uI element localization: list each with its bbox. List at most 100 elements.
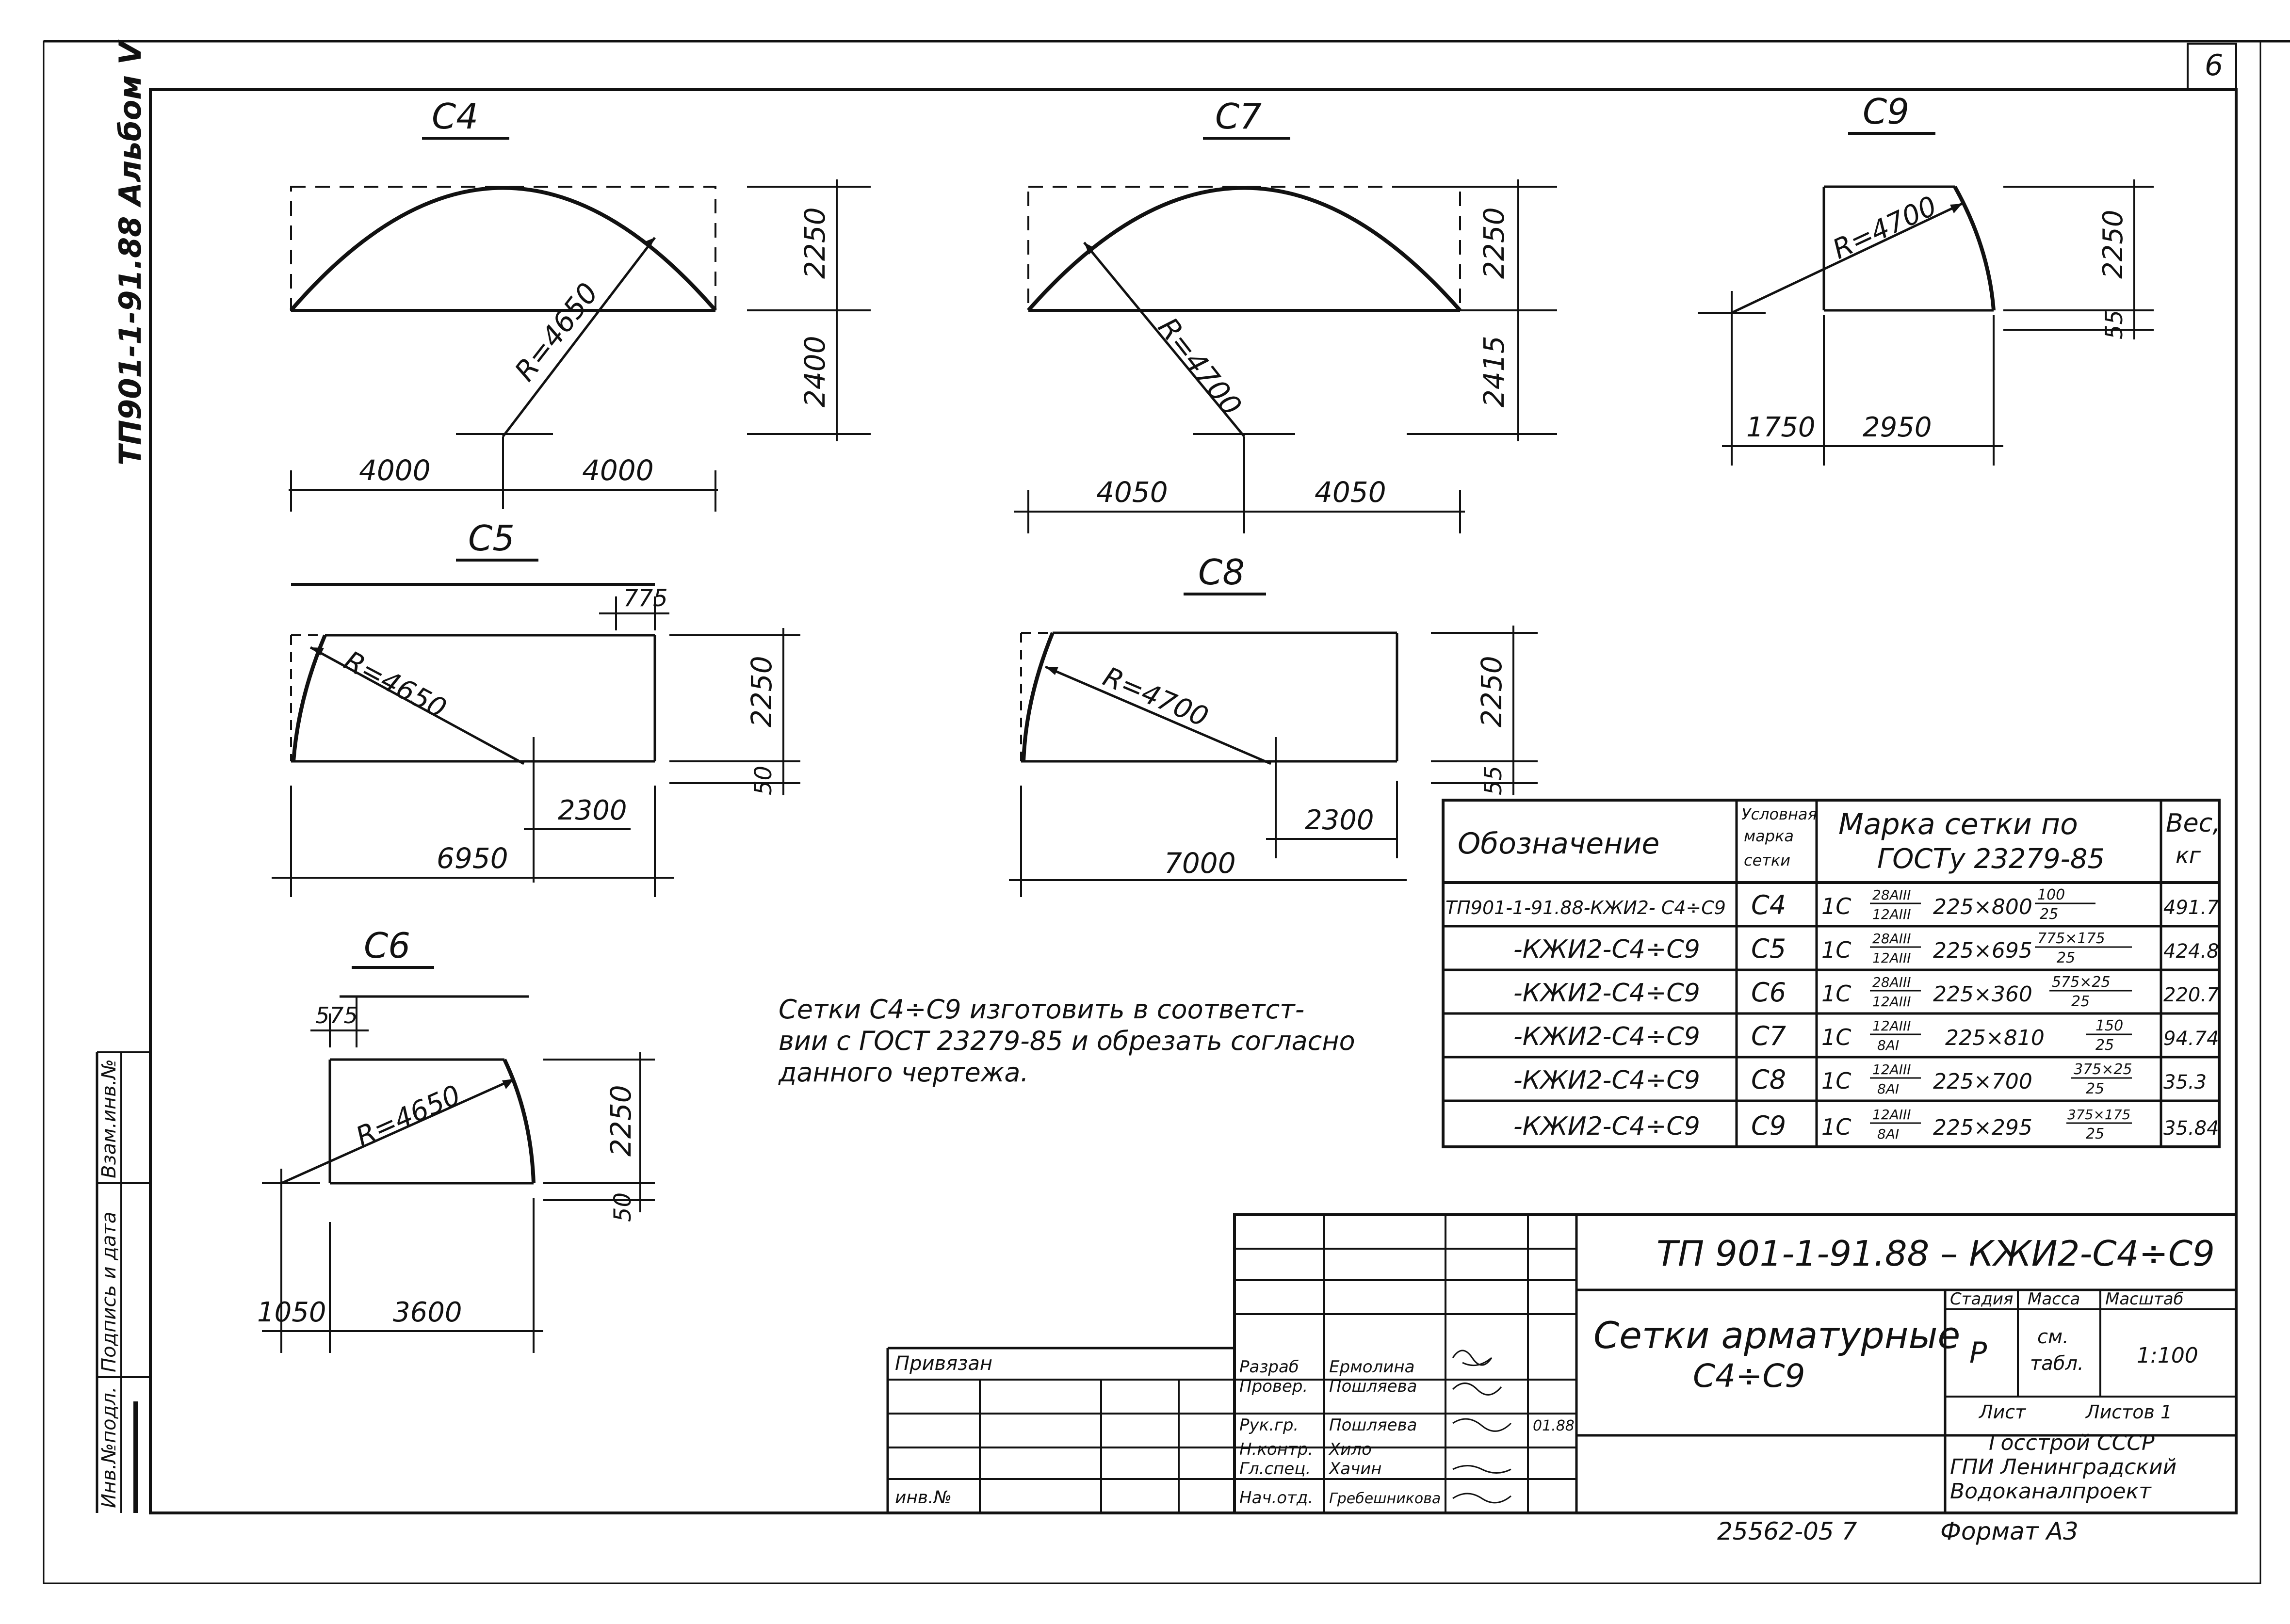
role-label: Разраб	[1239, 1357, 1299, 1377]
mesh-c7-dim-w2: 4050	[1315, 476, 1386, 509]
title-block: ТП 901-1-91.88 – КЖИ2-С4÷С9 Сетки армату…	[886, 1213, 2238, 1514]
mesh-c4-title: С4	[432, 96, 478, 137]
mesh-c8-dim-h2: 55	[1480, 766, 1507, 795]
drawing-title-line-1: Сетки арматурные	[1593, 1314, 1960, 1357]
stamp-inv-podl: Инв.№подл.	[98, 1386, 120, 1508]
signature-mark	[1452, 1465, 1511, 1474]
row-out-num: 150	[2095, 1017, 2123, 1034]
row-size: 225×810	[1945, 1026, 2045, 1050]
mesh-c7-dim-w1: 4050	[1096, 476, 1168, 509]
row-gost-prefix: 1С	[1821, 981, 1851, 1007]
mesh-c6-dim-w2: 3600	[393, 1297, 462, 1328]
spec-table: Обозначение Условная марка сетки Марка с…	[1442, 799, 2221, 1148]
table-row: -КЖИ2-С4÷С9 С7 1С 12АIII 8АI 225×810 150…	[1513, 1017, 2219, 1054]
mesh-c5-dim-w2: 6950	[437, 842, 508, 875]
mesh-c4-dim-h1: 2250	[798, 207, 831, 279]
row-frac-den: 12АIII	[1872, 950, 1911, 966]
note-line-3: данного чертежа.	[778, 1057, 1029, 1088]
mesh-c9-radius: R=4700	[1828, 190, 1941, 265]
mass-value-2: табл.	[2030, 1352, 2084, 1375]
mesh-c4-dim-w2: 4000	[582, 454, 654, 487]
row-size: 225×295	[1933, 1115, 2032, 1140]
row-gost-prefix: 1С	[1821, 1068, 1851, 1094]
mesh-c4-drawing: С4 R=4650 4000 4000 2250 2400	[289, 96, 871, 512]
header-mark-2: марка	[1744, 827, 1794, 845]
mesh-c6-dim-h2: 50	[609, 1192, 636, 1222]
sheets-label: Листов 1	[2085, 1401, 2172, 1423]
mesh-c4-dim-h2: 2400	[798, 336, 831, 407]
header-designation: Обозначение	[1458, 827, 1659, 861]
row-out-den: 25	[2040, 906, 2058, 923]
table-row: ТП901-1-91.88-КЖИ2- С4÷С9 С4 1С 28АIII 1…	[1445, 886, 2219, 923]
mesh-c9-drawing: С9 R=4700 1750 2950 2250 55	[1698, 91, 2154, 466]
role-name: Ермолина	[1329, 1357, 1414, 1377]
mesh-c7-title: С7	[1215, 96, 1262, 137]
outer-border	[43, 40, 2261, 1584]
row-out-num: 775×175	[2037, 930, 2105, 947]
album-code: ТП901-1-91.88 Альбом V	[113, 39, 148, 466]
table-row: -КЖИ2-С4÷С9 С9 1С 12АIII 8АI 225×295 375…	[1513, 1107, 2219, 1142]
mesh-c8-dim-w2: 7000	[1164, 847, 1236, 880]
header-mark-1: Условная	[1741, 805, 1817, 823]
mesh-c5-dim-h1: 2250	[745, 656, 778, 727]
row-frac-num: 28АIII	[1872, 887, 1911, 903]
stage-label: Стадия	[1950, 1289, 2013, 1309]
header-gost-1: Марка сетки по	[1838, 807, 2078, 841]
mesh-c9-title: С9	[1863, 91, 1909, 132]
row-weight: 424.8	[2163, 940, 2219, 963]
row-weight: 35.3	[2163, 1071, 2207, 1093]
org-line-2: ГПИ Ленинградский	[1950, 1455, 2176, 1479]
row-frac-num: 28АIII	[1872, 974, 1911, 990]
mesh-c9-dim-h2: 55	[2101, 310, 2128, 339]
row-designation: -КЖИ2-С4÷С9	[1513, 1066, 1700, 1095]
stage-value: Р	[1969, 1336, 1987, 1370]
table-row: -КЖИ2-С4÷С9 С8 1С 12АIII 8АI 225×700 375…	[1513, 1061, 2207, 1097]
mass-value-1: см.	[2037, 1326, 2069, 1348]
mesh-c6-dim-top: 575	[315, 1002, 358, 1029]
mesh-c6-dim-h1: 2250	[604, 1085, 637, 1157]
role-name: Хачин	[1328, 1459, 1382, 1479]
role-name: Пошляева	[1329, 1415, 1417, 1435]
mesh-c5-dim-w1: 2300	[558, 795, 627, 826]
row-frac-num: 28АIII	[1872, 931, 1911, 947]
row-mark: С7	[1751, 1021, 1786, 1051]
mesh-c5-dim-top: 775	[623, 585, 668, 612]
org-line-3: Водоканалпроект	[1950, 1479, 2152, 1504]
row-mark: С8	[1751, 1064, 1786, 1095]
mesh-c5-drawing: С5 775 R=4650 2300 6950 2250 50	[272, 518, 800, 897]
page-number: 6	[2205, 48, 2223, 82]
inner-border	[149, 88, 2238, 1514]
signature-mark	[1452, 1350, 1493, 1367]
privyazan-label: Привязан	[895, 1352, 992, 1375]
role-label: Н.контр.	[1239, 1440, 1313, 1459]
role-label: Провер.	[1239, 1377, 1308, 1396]
row-mark: С6	[1751, 977, 1786, 1008]
row-out-den: 25	[2086, 1080, 2104, 1097]
mesh-c6-drawing: С6 575 R=4650 1050 3600 2250 50	[257, 925, 655, 1353]
mass-label: Масса	[2028, 1289, 2080, 1309]
row-gost-prefix: 1С	[1821, 893, 1851, 919]
mesh-c9-dim-h1: 2250	[2097, 209, 2129, 279]
role-date: 01.88	[1533, 1417, 1575, 1434]
row-designation: ТП901-1-91.88-КЖИ2- С4÷С9	[1445, 897, 1726, 918]
signature-mark	[1452, 1418, 1512, 1432]
row-weight: 35.84	[2163, 1117, 2219, 1140]
stamp-vzam: Взам.инв.№	[98, 1059, 120, 1178]
stamp-podpis: Подпись и дата	[98, 1212, 120, 1372]
mesh-c8-dim-w1: 2300	[1305, 804, 1374, 836]
mesh-c4-dim-w1: 4000	[359, 454, 431, 487]
table-row: -КЖИ2-С4÷С9 С6 1С 28АIII 12АIII 225×360 …	[1513, 974, 2219, 1010]
mesh-c8-drawing: С8 R=4700 2300 7000 2250 55	[1009, 552, 1538, 897]
mesh-c9-dim-w1: 1750	[1746, 412, 1816, 443]
mesh-c5-radius: R=4650	[339, 645, 451, 725]
header-mark-3: сетки	[1744, 851, 1790, 869]
header-gost-2: ГОСТу 23279-85	[1877, 843, 2105, 875]
inv-number-label: инв.№	[895, 1488, 952, 1508]
footer-code: 25562-05 7	[1717, 1517, 1857, 1545]
row-out-num: 375×175	[2067, 1107, 2130, 1123]
table-row: -КЖИ2-С4÷С9 С5 1С 28АIII 12АIII 225×695 …	[1513, 930, 2219, 966]
side-stamp: Инв.№подл. Подпись и дата Взам.инв.№	[96, 1051, 150, 1513]
role-name: Гребешникова	[1329, 1490, 1441, 1507]
row-designation: -КЖИ2-С4÷С9	[1513, 1112, 1700, 1141]
row-frac-den: 12АIII	[1872, 906, 1911, 922]
